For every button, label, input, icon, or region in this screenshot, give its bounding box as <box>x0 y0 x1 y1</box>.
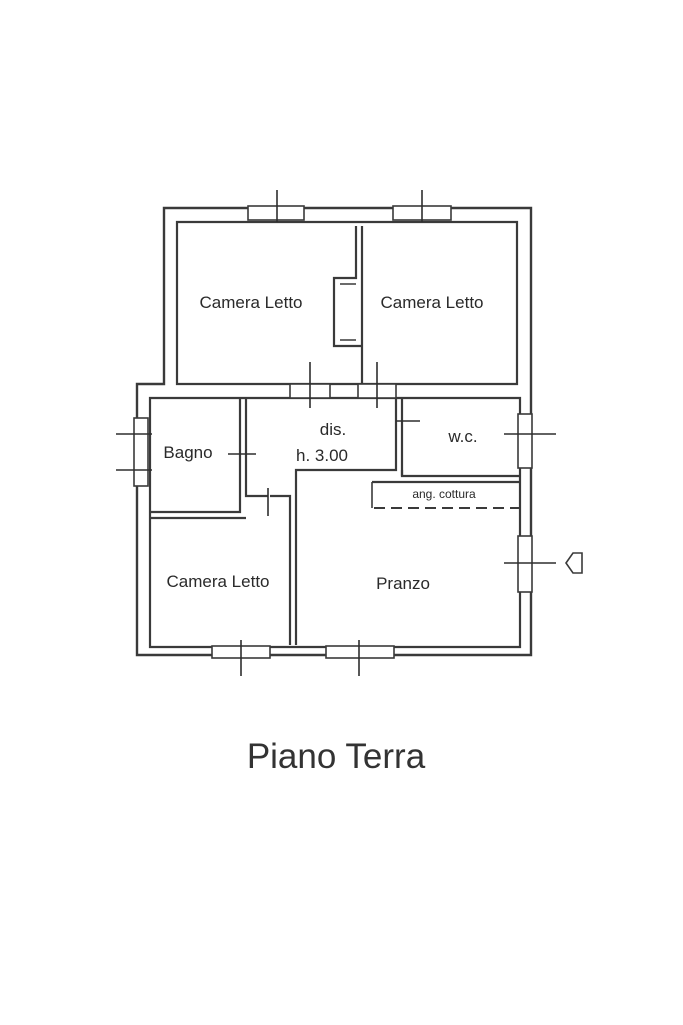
room-label-camera-letto-1: Camera Letto <box>200 293 303 312</box>
room-label-bagno: Bagno <box>163 443 212 462</box>
plan-title: Piano Terra <box>247 737 426 776</box>
room-height-label: h. 3.00 <box>296 446 348 465</box>
room-label-camera-letto-2: Camera Letto <box>381 293 484 312</box>
room-label-pranzo: Pranzo <box>376 574 430 593</box>
room-label-camera-letto-3: Camera Letto <box>167 572 270 591</box>
interior-walls <box>150 226 520 645</box>
room-label-ang-cottura: ang. cottura <box>412 487 476 501</box>
opening-ticks <box>116 190 556 676</box>
room-label-wc: w.c. <box>447 427 477 446</box>
entrance-arrow-icon <box>565 552 583 574</box>
room-label-dis: dis. <box>320 420 346 439</box>
